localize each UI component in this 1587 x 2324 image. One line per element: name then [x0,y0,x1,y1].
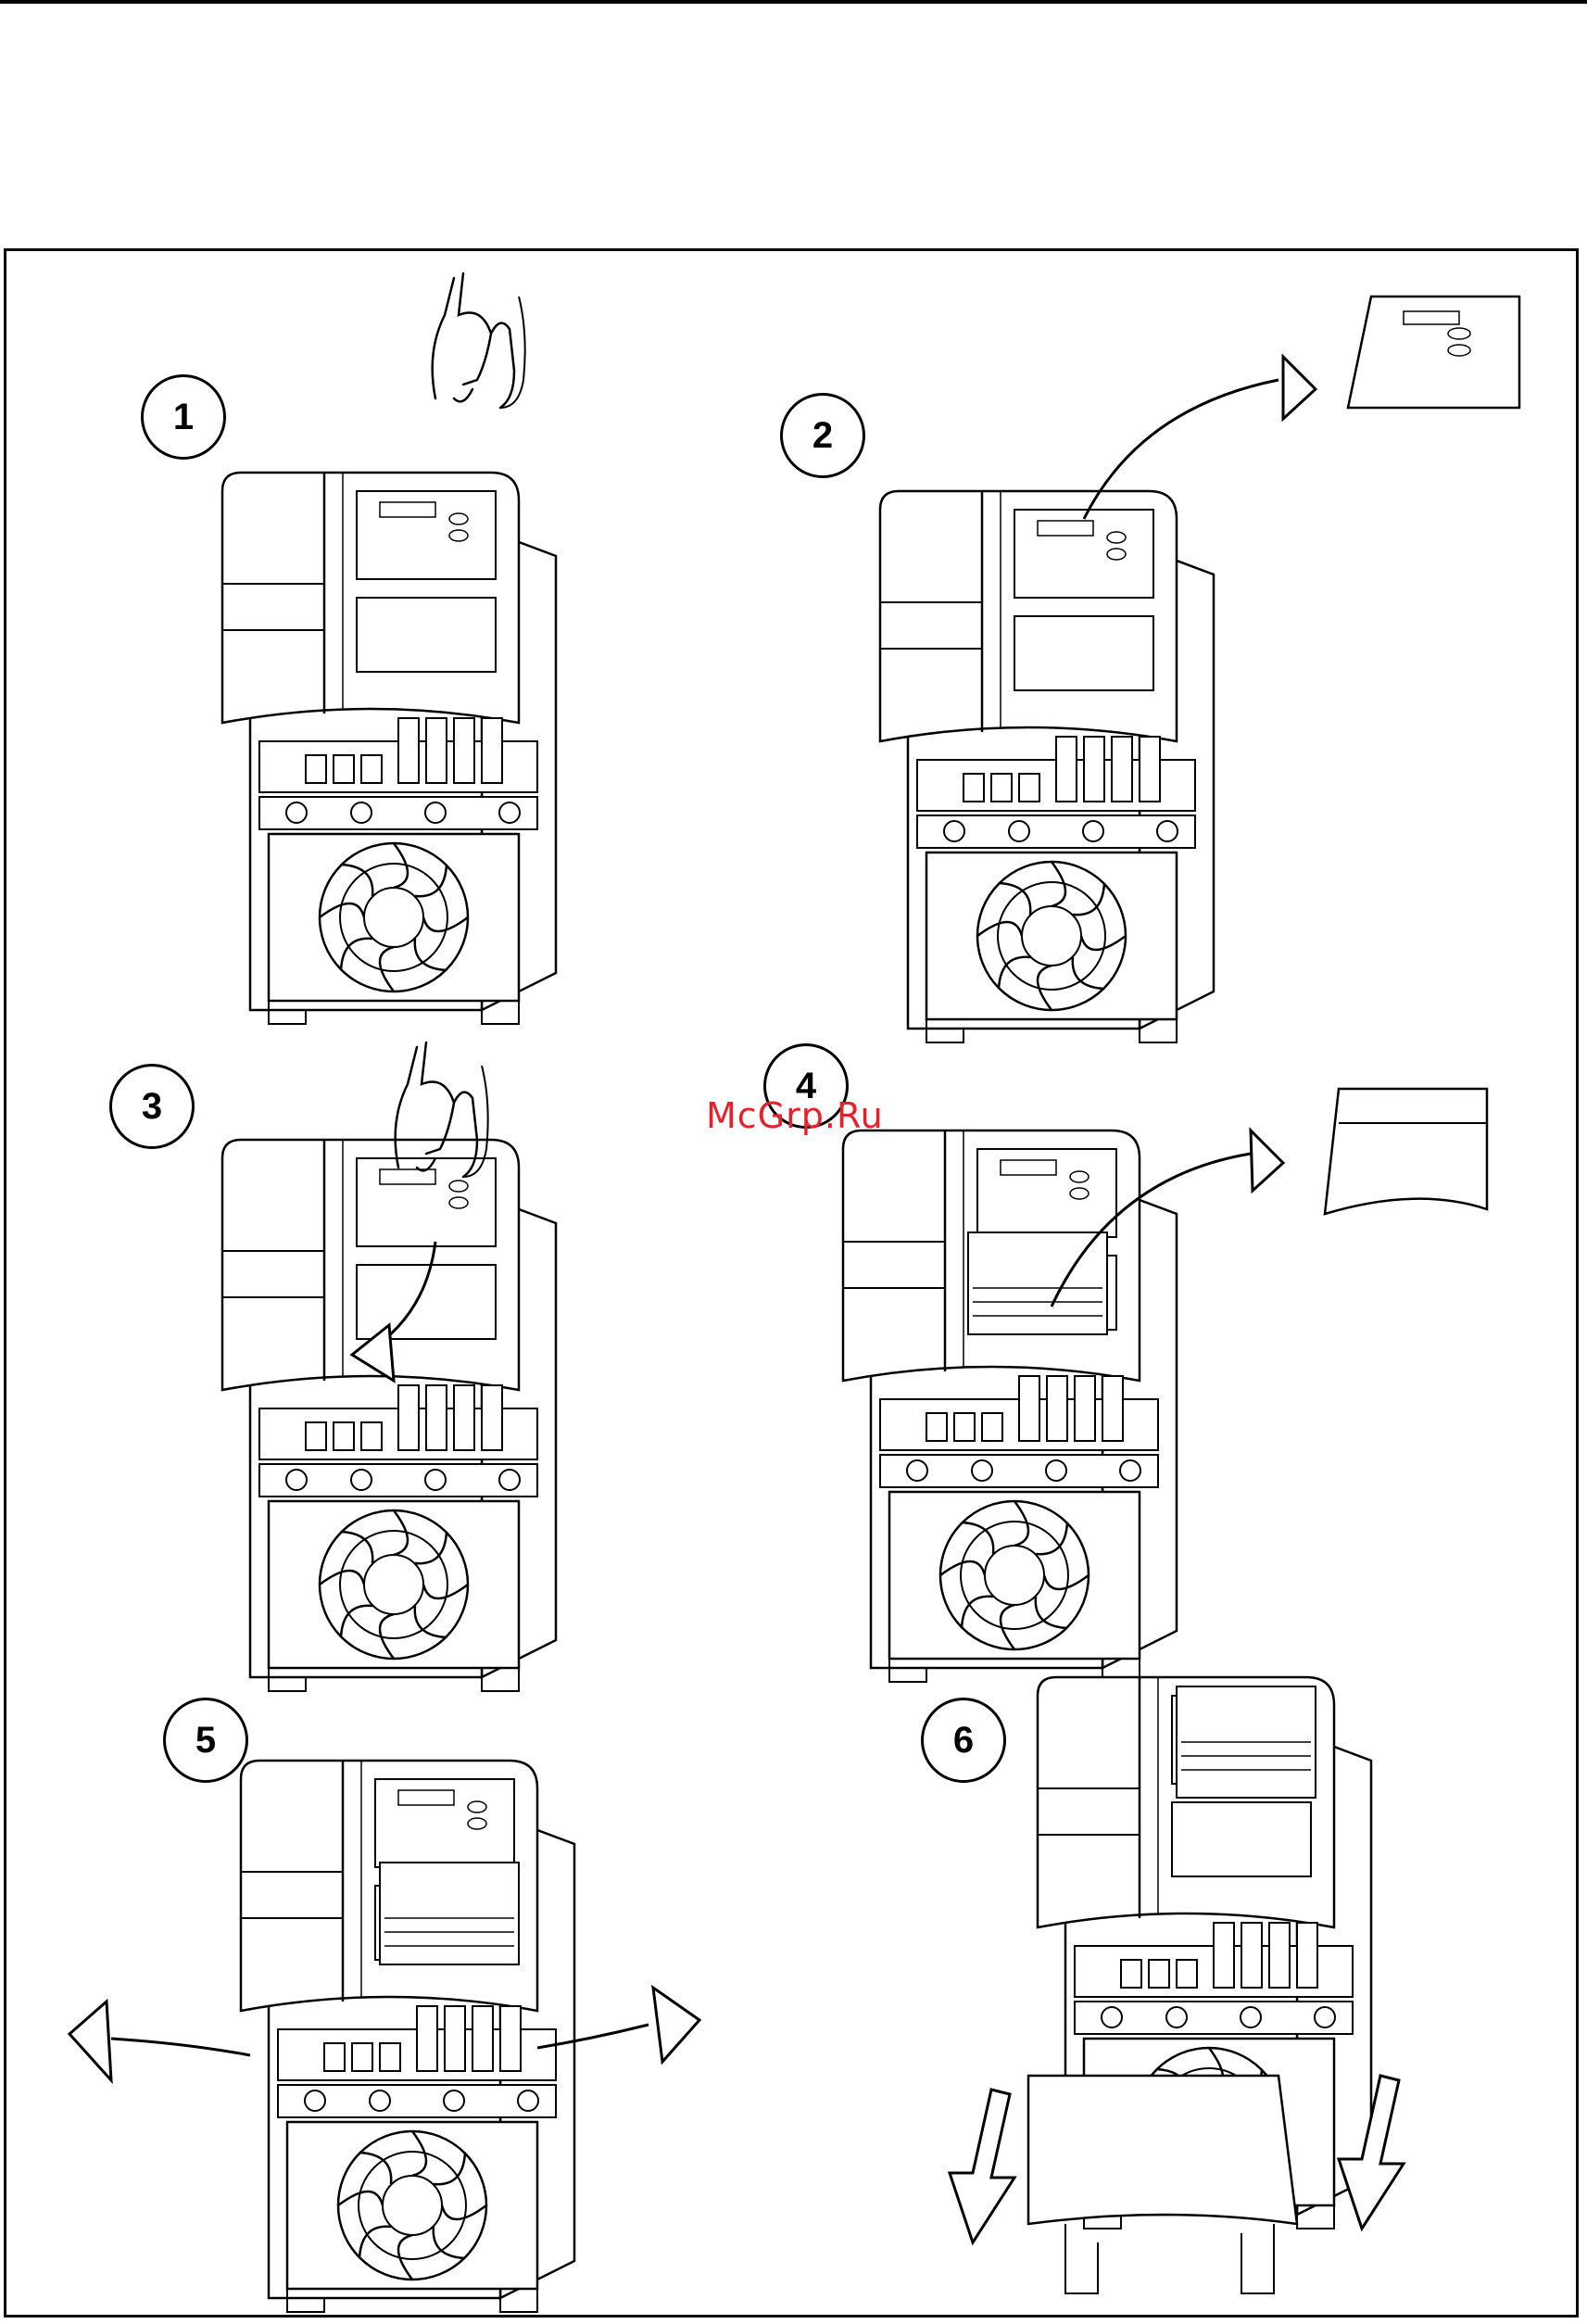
step-5-circle: 5 [163,1698,248,1783]
cover-removed [1325,1089,1487,1214]
step-5-number: 5 [195,1722,216,1759]
keypad-removed [1348,297,1519,408]
arrow-head [1283,357,1316,419]
step-2-illustration [880,297,1519,1042]
step-2-circle: 2 [780,393,865,478]
left-arrow-head [69,2002,111,2080]
left-arrow [111,2039,250,2055]
step-3-circle: 3 [109,1064,195,1149]
step-1-illustration [222,273,556,1024]
step-1-number: 1 [173,398,194,436]
step-3-number: 3 [142,1088,162,1125]
arrow-head [1251,1130,1283,1191]
step-2-number: 2 [812,417,833,454]
right-arrow-head [653,1988,699,2062]
step-4-illustration [843,1089,1487,1682]
step-3-illustration [222,1042,556,1691]
step-1-circle: 1 [141,374,226,460]
down-arrow-left [950,2090,1014,2242]
watermark: McGrp.Ru [706,1095,884,1136]
fan-cover-removed [1028,2076,1297,2293]
step-6-circle: 6 [921,1698,1006,1783]
step-5-illustration [69,1761,699,2312]
step-6-illustration [950,1677,1404,2293]
step-6-number: 6 [953,1722,974,1759]
